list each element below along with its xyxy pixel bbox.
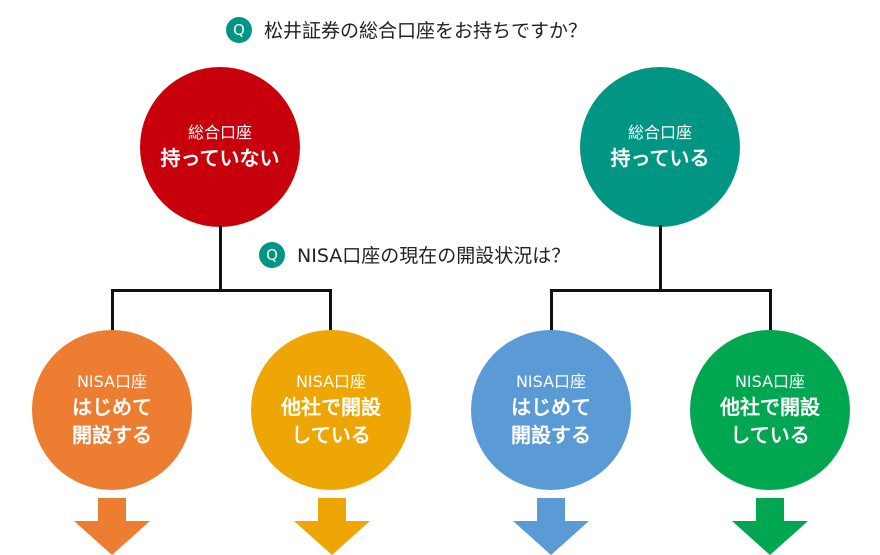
question-1-text: 松井証券の総合口座をお持ちですか？	[264, 20, 588, 42]
node-nisa-new-2[interactable]: NISA口座 はじめて 開設する	[471, 330, 631, 490]
node-has-account[interactable]: 総合口座 持っている	[580, 67, 740, 227]
node-main: 他社で開設 している	[281, 395, 381, 447]
node-main: 持っていない	[160, 146, 280, 170]
node-sub: NISA口座	[734, 372, 806, 391]
node-main: 他社で開設 している	[720, 395, 820, 447]
down-arrow-icon	[294, 498, 370, 555]
node-sub: NISA口座	[295, 372, 367, 391]
down-arrow-icon	[74, 498, 150, 555]
down-arrow-icon	[513, 498, 589, 555]
node-main: はじめて 開設する	[511, 395, 591, 447]
q-badge-icon: Q	[259, 241, 285, 268]
question-2: Q NISA口座の現在の開設状況は？	[259, 241, 577, 268]
node-nisa-other-1[interactable]: NISA口座 他社で開設 している	[251, 330, 411, 490]
connector-line	[111, 289, 114, 344]
node-nisa-other-2[interactable]: NISA口座 他社で開設 している	[690, 330, 850, 490]
node-sub: NISA口座	[515, 372, 587, 391]
down-arrow-icon	[732, 498, 808, 555]
node-nisa-new-1[interactable]: NISA口座 はじめて 開設する	[32, 330, 192, 490]
connector-line	[219, 225, 222, 291]
node-sub: 総合口座	[187, 123, 252, 142]
node-sub: NISA口座	[76, 372, 148, 391]
connector-line	[769, 289, 772, 344]
connector-line	[329, 289, 332, 344]
node-main: 持っている	[610, 146, 710, 170]
node-sub: 総合口座	[627, 123, 692, 142]
connector-line	[550, 289, 772, 292]
connector-line	[550, 289, 553, 344]
q-badge-icon: Q	[226, 16, 252, 43]
question-1: Q 松井証券の総合口座をお持ちですか？	[226, 16, 587, 43]
connector-line	[111, 289, 332, 292]
connector-line	[659, 225, 662, 291]
question-2-text: NISA口座の現在の開設状況は？	[297, 245, 571, 267]
node-main: はじめて 開設する	[72, 395, 152, 447]
node-no-account[interactable]: 総合口座 持っていない	[140, 67, 300, 227]
